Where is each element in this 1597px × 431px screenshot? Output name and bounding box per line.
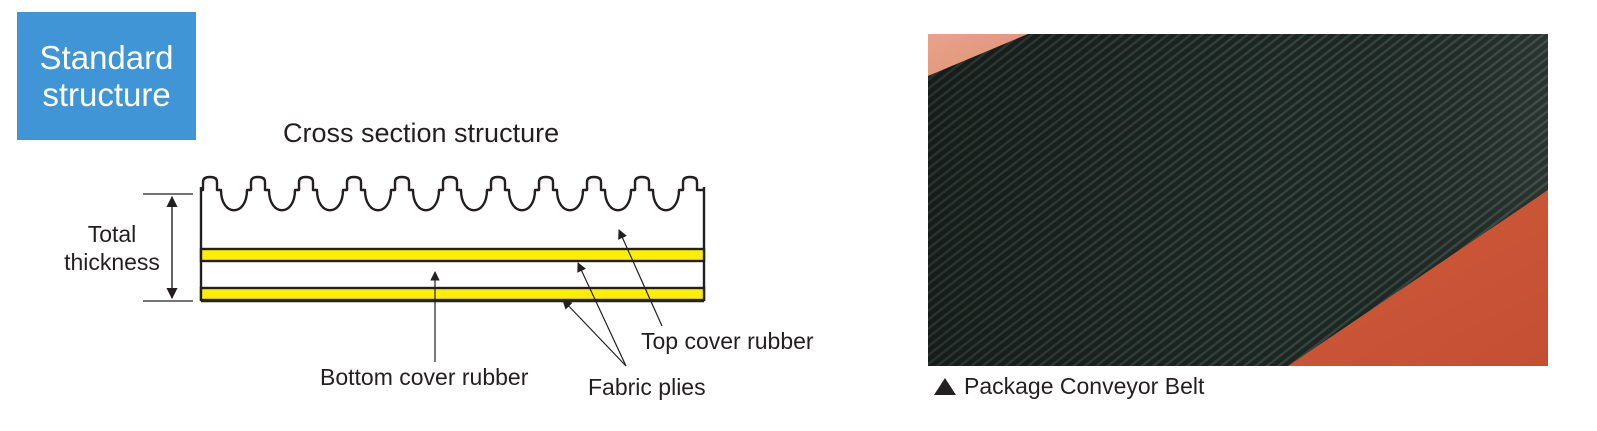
fabric-ply-leader-lower — [563, 300, 626, 366]
photo-caption: Package Conveyor Belt — [934, 373, 1204, 400]
fabric-ply-lower — [201, 288, 704, 300]
total-thickness-line-1: Total — [58, 220, 166, 248]
fabric-plies-label: Fabric plies — [588, 374, 706, 401]
total-thickness-line-2: thickness — [58, 248, 166, 276]
total-thickness-label: Total thickness — [58, 220, 166, 276]
top-cover-rubber-profile — [201, 177, 704, 210]
conveyor-belt-photo — [928, 34, 1548, 366]
fabric-ply-leader-upper — [578, 263, 626, 366]
up-triangle-icon — [934, 378, 956, 395]
top-cover-leader — [619, 230, 662, 326]
bottom-cover-rubber-label: Bottom cover rubber — [320, 364, 528, 391]
photo-caption-text: Package Conveyor Belt — [964, 373, 1204, 400]
top-cover-rubber-label: Top cover rubber — [641, 328, 814, 355]
